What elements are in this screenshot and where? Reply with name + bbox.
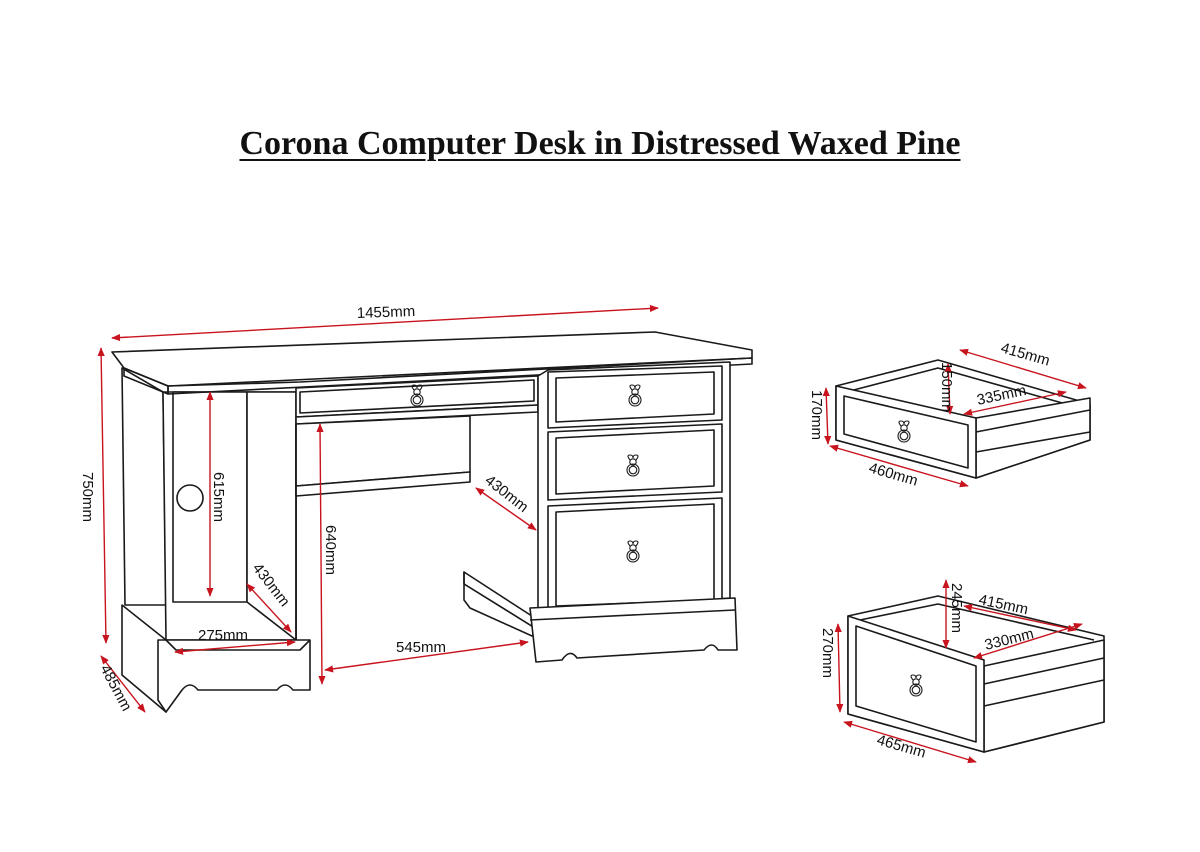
left-pedestal-side [121, 367, 167, 606]
drawer-2 [547, 423, 723, 501]
dim-left-opening-height: 615mm [210, 472, 227, 522]
dim-knee-width: 545mm [396, 639, 446, 656]
dim-large-drawer-width: 465mm [875, 732, 928, 762]
dim-small-drawer-depth: 415mm [999, 340, 1052, 370]
large-drawer-dimensions [834, 579, 1083, 764]
desk-dimensions [97, 304, 659, 713]
small-drawer-dimensions [822, 348, 1087, 488]
drawer-3 [547, 497, 723, 613]
dim-desk-width: 1455mm [357, 303, 416, 322]
dim-small-drawer-inner-height: 150mm [938, 362, 955, 412]
dim-large-drawer-height: 270mm [819, 628, 836, 678]
left-plinth-front [157, 639, 311, 713]
dim-left-opening-width: 275mm [198, 627, 248, 644]
dim-small-drawer-height: 170mm [808, 390, 825, 440]
cable-hole [176, 484, 204, 512]
dim-desk-height: 750mm [79, 472, 96, 522]
large-drawer-drawing [847, 595, 1105, 753]
dim-knee-height: 640mm [322, 525, 339, 575]
dim-large-drawer-inner-height: 245mm [948, 583, 965, 633]
drawer-1 [547, 365, 723, 429]
right-plinth [529, 597, 738, 663]
page-title: Corona Computer Desk in Distressed Waxed… [239, 125, 961, 162]
right-pedestal-side-base [463, 571, 539, 637]
